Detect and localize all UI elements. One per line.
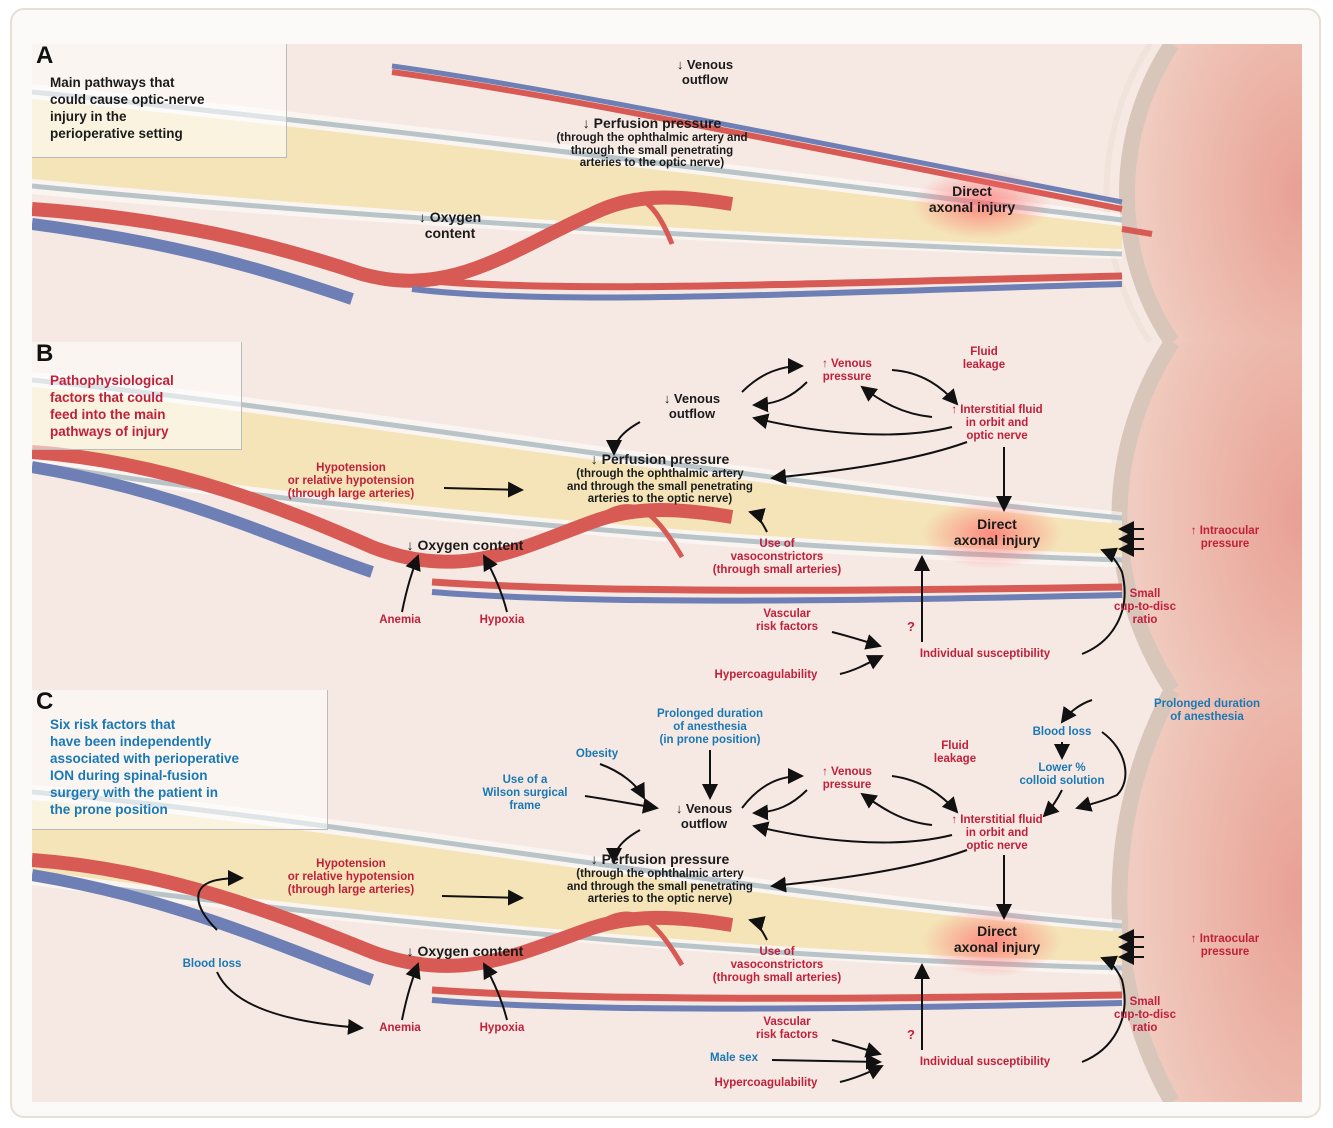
caption-line: factors that could	[50, 389, 231, 406]
oxygen-content-label: ↓ Oxygen content	[380, 944, 550, 960]
panel-c: Six risk factors that have been independ…	[32, 690, 1302, 1102]
caption-line: could cause optic-nerve	[50, 91, 276, 108]
hypercoagulability-label: Hypercoagulability	[692, 1077, 840, 1090]
panel-b: Pathophysiological factors that could fe…	[32, 342, 1302, 692]
caption-line: Main pathways that	[50, 74, 276, 91]
caption-line: feed into the main	[50, 406, 231, 423]
colloid-solution-label: Lower %colloid solution	[992, 762, 1132, 788]
caption-line: ION during spinal-fusion	[50, 767, 317, 784]
caption-line: perioperative setting	[50, 125, 276, 142]
perfusion-pressure-label: ↓ Perfusion pressure (through the ophtha…	[502, 116, 802, 170]
individual-susceptibility-label: Individual susceptibility	[890, 648, 1080, 661]
panel-letter: A	[36, 44, 53, 68]
blood-loss-left-label: Blood loss	[162, 958, 262, 971]
hypoxia-label: Hypoxia	[472, 1022, 532, 1035]
blood-loss-top-label: Blood loss	[1012, 726, 1112, 739]
anemia-label: Anemia	[370, 1022, 430, 1035]
perfusion-pressure-label: ↓ Perfusion pressure (through the ophtha…	[510, 452, 810, 506]
question-mark: ?	[904, 1028, 918, 1043]
caption-line: Six risk factors that	[50, 716, 317, 733]
oxygen-content-label: ↓ Oxygen content	[380, 538, 550, 554]
panel-letter: C	[36, 690, 53, 714]
caption-line: pathways of injury	[50, 423, 231, 440]
caption-line: the prone position	[50, 801, 317, 818]
panel-c-caption: Six risk factors that have been independ…	[32, 690, 328, 830]
caption-line: have been independently	[50, 733, 317, 750]
hypercoagulability-label: Hypercoagulability	[692, 669, 840, 682]
hypoxia-label: Hypoxia	[472, 614, 532, 627]
panel-b-caption: Pathophysiological factors that could fe…	[32, 342, 242, 450]
anemia-label: Anemia	[370, 614, 430, 627]
panel-a-caption: Main pathways that could cause optic-ner…	[32, 44, 287, 158]
caption-line: injury in the	[50, 108, 276, 125]
obesity-label: Obesity	[562, 748, 632, 761]
male-sex-label: Male sex	[696, 1052, 772, 1065]
caption-line: Pathophysiological	[50, 372, 231, 389]
caption-line: surgery with the patient in	[50, 784, 317, 801]
panel-a: Main pathways that could cause optic-ner…	[32, 44, 1302, 344]
question-mark: ?	[904, 620, 918, 635]
caption-line: associated with perioperative	[50, 750, 317, 767]
perfusion-pressure-label: ↓ Perfusion pressure (through the ophtha…	[510, 852, 810, 906]
individual-susceptibility-label: Individual susceptibility	[890, 1056, 1080, 1069]
panel-letter: B	[36, 342, 53, 366]
